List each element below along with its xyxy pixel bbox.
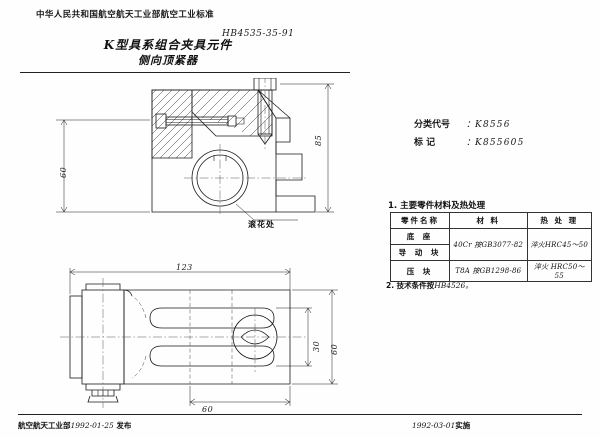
mark-code-separator: ： — [466, 138, 476, 148]
materials-table: 零件名称 材 料 热 处 理 底 座 40Cr 按GB3077-82 淬火HRC… — [389, 212, 592, 282]
cell-heat-treatment: 淬火 HRC50～55 — [526, 260, 592, 282]
vertical-adjust-screw — [253, 78, 277, 150]
classification-code-value: K8556 — [475, 120, 511, 130]
cell-heat-treatment: 淬火HRC45～50 — [526, 228, 592, 261]
column-header-material: 材 料 — [449, 212, 528, 229]
dimension-label-bore-right: 30 — [312, 340, 321, 352]
cell-part-name: 导 动 块 — [389, 244, 451, 261]
footer-divider-rule — [18, 414, 582, 415]
footer-issue-date: 1992-01-25 — [70, 421, 114, 430]
classification-code-label: 分类代号 — [414, 120, 451, 130]
standard-organization-heading: 中华人民共和国航空航天工业部航空工业标准 — [36, 10, 215, 20]
footer-issue-suffix: 发布 — [116, 421, 132, 430]
cell-material: 40Cr 按GB3077-82 — [449, 228, 528, 261]
footer-effective: 1992-03-01实施 — [412, 420, 470, 431]
requirements-note-text: 2. 技术条件按 — [386, 281, 435, 290]
dimension-line-bore-right — [276, 307, 312, 367]
dimension-line-width-bottom — [189, 386, 291, 406]
column-header-heat-treatment: 热 处 理 — [526, 212, 592, 229]
requirements-note: 2. 技术条件按HB4526。 — [386, 280, 473, 291]
plan-view-drawing — [60, 268, 338, 408]
cell-material: T8A 按GB1298-86 — [449, 260, 528, 282]
cell-part-name: 底 座 — [389, 228, 451, 245]
footer-issuer-name: 航空航天工业部 — [18, 421, 71, 430]
table-row: 压 块 T8A 按GB1298-86 淬火 HRC50～55 — [389, 260, 592, 282]
knurl-leader-line — [235, 203, 255, 221]
standard-number: HB4535-35-91 — [222, 29, 295, 39]
plan-slot-lower — [131, 345, 275, 379]
header-divider-rule — [20, 72, 350, 73]
dimension-label-width-right: 60 — [330, 343, 339, 355]
clamping-screw — [155, 113, 245, 129]
mark-code-value: K855605 — [475, 138, 525, 148]
cell-part-name: 压 块 — [389, 260, 451, 282]
plan-slot-upper — [131, 295, 275, 329]
plan-bore — [232, 308, 278, 372]
requirements-note-reference: HB4526。 — [434, 281, 473, 290]
body-outline — [151, 89, 316, 213]
knurl-note-label: 滚花处 — [248, 220, 275, 229]
table-header-row: 零件名称 材 料 热 处 理 — [389, 212, 592, 229]
document-title: K型具系组合夹具元件 侧向顶紧器 — [78, 38, 258, 68]
requirements-heading: 1. 主要零件材料及热处理 — [388, 201, 486, 211]
dimension-label-height-left: 60 — [59, 166, 68, 178]
table-row: 底 座 40Cr 按GB3077-82 淬火HRC45～50 — [389, 228, 592, 261]
mark-code-label: 标 记 — [414, 138, 436, 148]
plan-base-plate — [123, 289, 291, 385]
dimension-label-length: 123 — [176, 263, 193, 272]
dimension-line-height-left — [56, 119, 150, 213]
central-bore — [184, 144, 308, 214]
dimension-line-height-right — [280, 83, 334, 213]
elevation-view-drawing — [56, 78, 334, 221]
section-hatching-body — [191, 89, 273, 137]
mark-code-line: 标 记 ：K855605 — [414, 135, 525, 148]
document-title-main: K型具系组合夹具元件 — [103, 38, 233, 52]
dimension-label-height-right: 85 — [314, 134, 323, 146]
classification-code-line: 分类代号 ：K8556 — [414, 117, 511, 130]
column-header-part-name: 零件名称 — [389, 212, 451, 229]
section-hatching-head — [151, 89, 193, 159]
dimension-line-length — [69, 268, 291, 294]
document-title-sub: 侧向顶紧器 — [138, 54, 198, 67]
footer-effective-date: 1992-03-01 — [412, 421, 456, 430]
footer-issuer: 航空航天工业部1992-01-25 发布 — [18, 420, 131, 431]
plan-knob — [69, 278, 125, 408]
dimension-line-width-right — [292, 289, 338, 385]
classification-code-separator: ： — [466, 120, 476, 130]
footer-effective-suffix: 实施 — [455, 421, 471, 430]
dimension-label-width-bottom: 60 — [202, 405, 214, 414]
